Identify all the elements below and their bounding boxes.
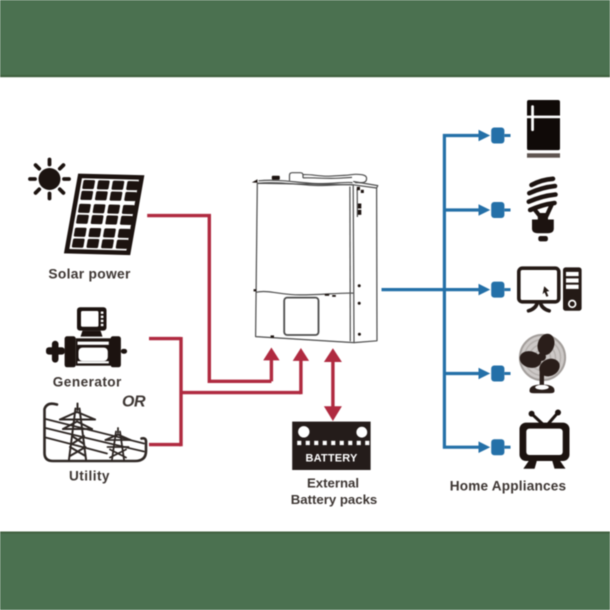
- svg-text:Generator: Generator: [53, 375, 122, 390]
- svg-text:Solar power: Solar power: [48, 267, 131, 282]
- svg-text:BATTERY: BATTERY: [305, 452, 358, 464]
- svg-text:Battery packs: Battery packs: [291, 492, 378, 507]
- svg-text:External: External: [307, 475, 359, 490]
- svg-text:OR: OR: [122, 394, 146, 411]
- svg-text:Utility: Utility: [69, 468, 110, 483]
- svg-text:Home Appliances: Home Appliances: [450, 478, 567, 493]
